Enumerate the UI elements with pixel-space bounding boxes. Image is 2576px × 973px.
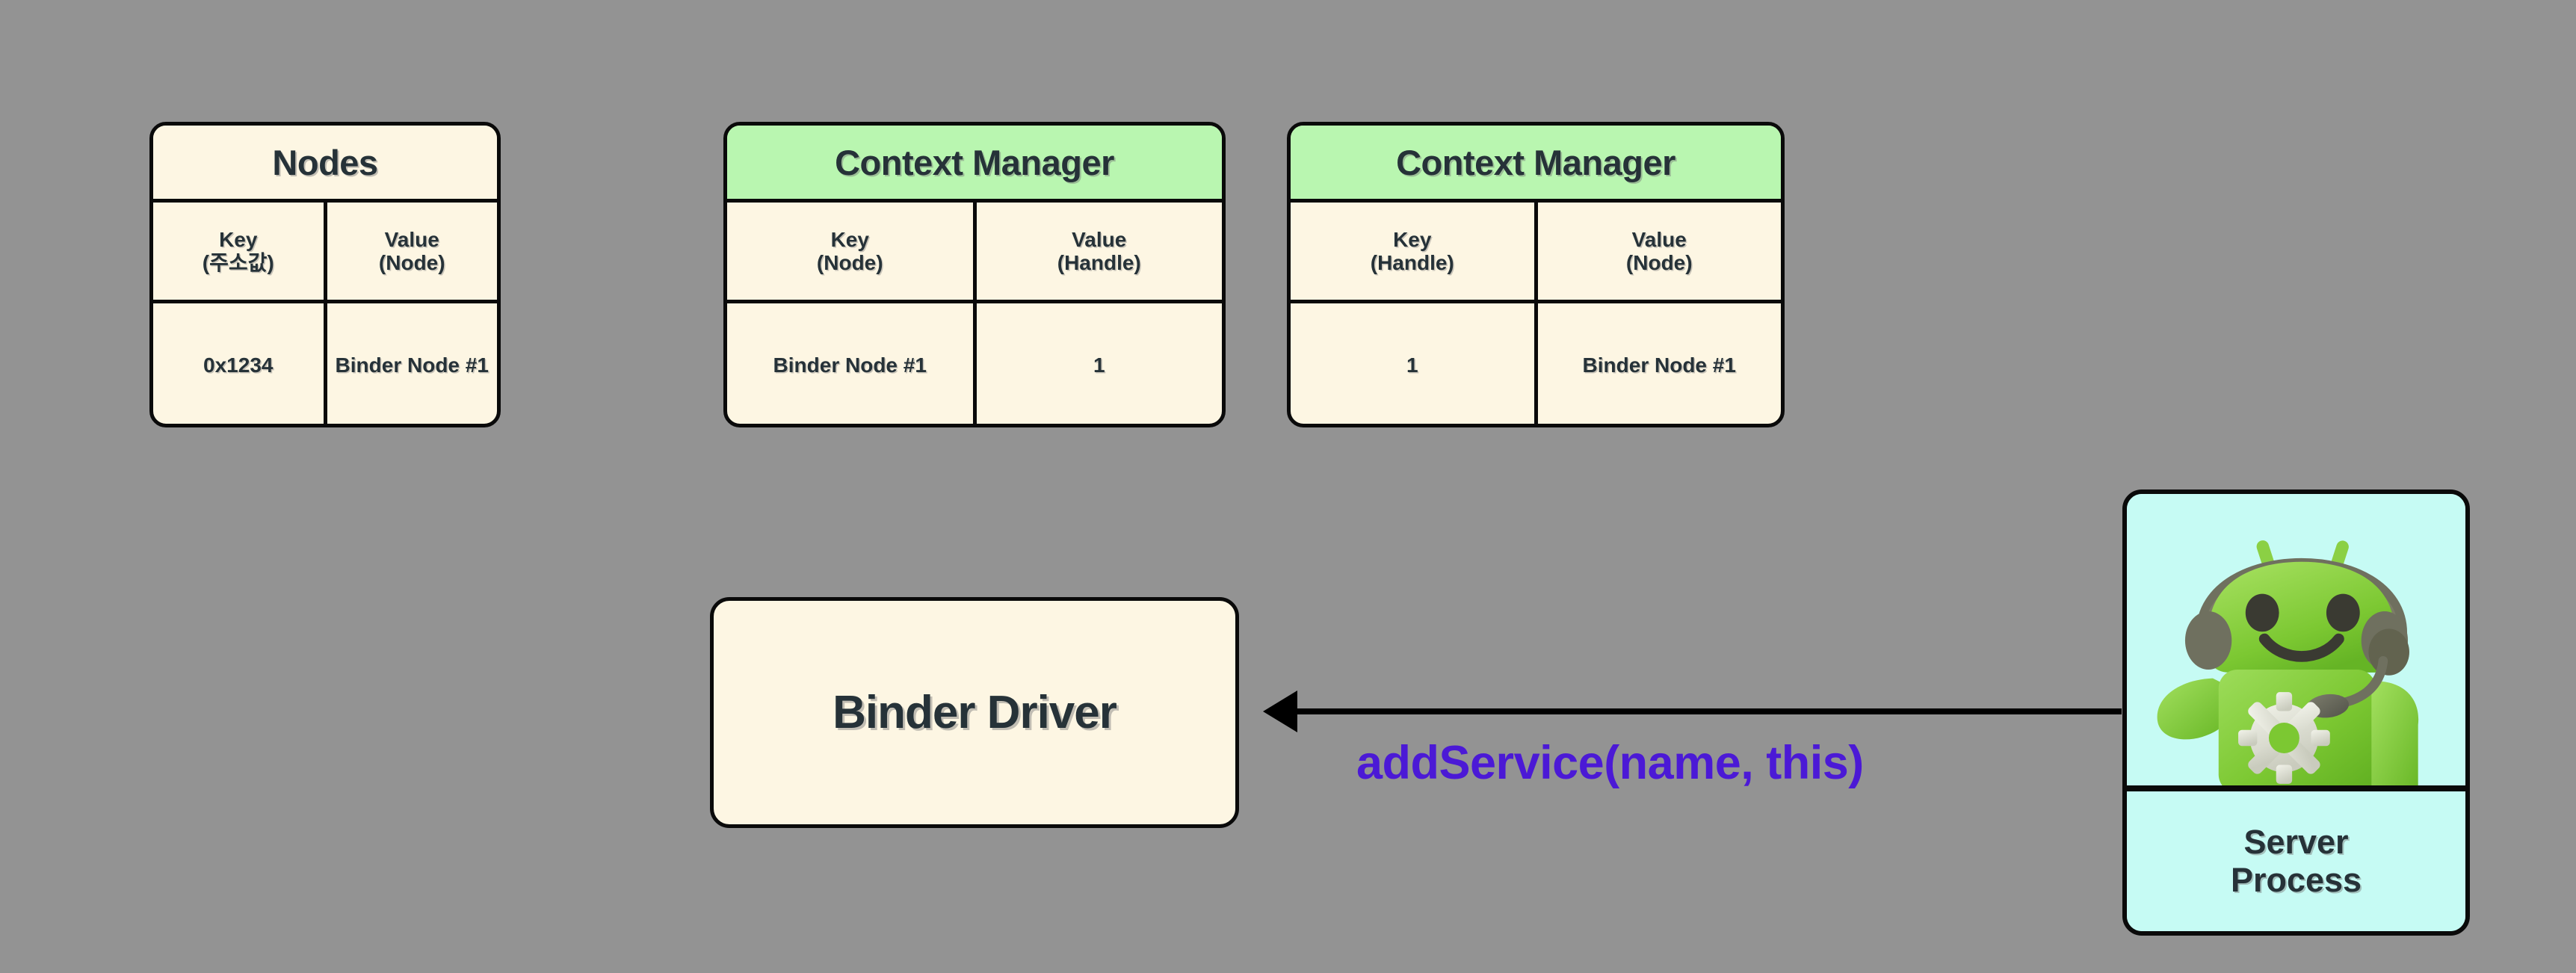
table-row: 1 Binder Node #1 — [1291, 303, 1782, 424]
table-row: Binder Node #1 1 — [727, 303, 1223, 424]
table-cm1-cell-value: 1 — [972, 303, 1223, 424]
divider — [1291, 300, 1781, 303]
table-context-manager-handle-node: Context Manager Key (Handle) Value (Node… — [1287, 122, 1785, 427]
table-nodes-title: Nodes — [153, 126, 497, 199]
header-line-1: Key — [830, 227, 869, 251]
server-process-art — [2127, 494, 2465, 785]
table-nodes-cell-value: Binder Node #1 — [323, 303, 498, 424]
robot-arm-right — [2371, 681, 2419, 785]
android-robot-with-headset-icon — [2157, 540, 2419, 785]
divider — [153, 199, 497, 203]
robot-smile — [2258, 633, 2344, 662]
header-line-1: Key — [1393, 227, 1432, 251]
server-process-box: Server Process — [2122, 489, 2470, 936]
header-line-1: Value — [1072, 227, 1127, 251]
header-line-1: Value — [384, 227, 439, 251]
binder-driver-label: Binder Driver — [833, 687, 1117, 738]
table-row: 0x1234 Binder Node #1 — [153, 303, 498, 424]
binder-driver-box: Binder Driver — [710, 597, 1239, 828]
table-nodes-col1-header: Value (Node) — [323, 203, 498, 300]
table-cm1-col0-header: Key (Node) — [727, 203, 973, 300]
header-line-2: (주소값) — [202, 251, 274, 274]
table-nodes-col0-header: Key (주소값) — [153, 203, 324, 300]
divider — [1291, 199, 1781, 203]
table-nodes-header-row: Key (주소값) Value (Node) — [153, 203, 497, 300]
server-process-caption-line2: Process — [2230, 860, 2362, 899]
table-cm1-cell-key: Binder Node #1 — [773, 353, 927, 377]
table-cm1-col1-header: Value (Handle) — [972, 203, 1223, 300]
divider — [2127, 785, 2465, 791]
divider — [727, 199, 1222, 203]
server-process-caption: Server Process — [2127, 791, 2465, 931]
arrow-head-icon — [1263, 691, 1297, 732]
arrow-label-add-service: addService(name, this) — [1356, 737, 1864, 789]
robot-eye-left — [2245, 593, 2279, 632]
robot-arm-left — [2157, 678, 2228, 740]
arrow-line — [1296, 708, 2122, 714]
robot-eye-right — [2326, 593, 2360, 632]
header-line-2: (Handle) — [1057, 251, 1141, 274]
server-process-caption-line1: Server — [2243, 823, 2349, 862]
header-line-2: (Node) — [1625, 251, 1693, 274]
table-cm2-col1-header: Value (Node) — [1533, 203, 1782, 300]
header-line-1: Value — [1631, 227, 1687, 251]
robot-head — [2208, 561, 2395, 673]
table-cm2-title: Context Manager — [1291, 126, 1781, 199]
headphone-cup-left — [2184, 611, 2232, 670]
header-line-2: (Node) — [816, 251, 883, 274]
header-line-2: (Node) — [378, 251, 445, 274]
table-nodes-cell-key: 0x1234 — [203, 353, 274, 377]
table-cm1-title: Context Manager — [727, 126, 1222, 199]
divider — [727, 300, 1222, 303]
table-cm2-cell-key: 1 — [1406, 353, 1418, 377]
header-line-1: Key — [219, 227, 258, 251]
header-line-2: (Handle) — [1370, 251, 1454, 274]
table-cm2-header-row: Key (Handle) Value (Node) — [1291, 203, 1781, 300]
table-cm1-header-row: Key (Node) Value (Handle) — [727, 203, 1222, 300]
divider — [153, 300, 497, 303]
table-cm2-cell-value: Binder Node #1 — [1533, 303, 1782, 424]
table-context-manager-node-handle: Context Manager Key (Node) Value (Handle… — [723, 122, 1226, 427]
table-cm2-col0-header: Key (Handle) — [1291, 203, 1534, 300]
gear-icon — [2238, 692, 2330, 784]
table-nodes: Nodes Key (주소값) Value (Node) 0x1234 Bind… — [149, 122, 501, 427]
